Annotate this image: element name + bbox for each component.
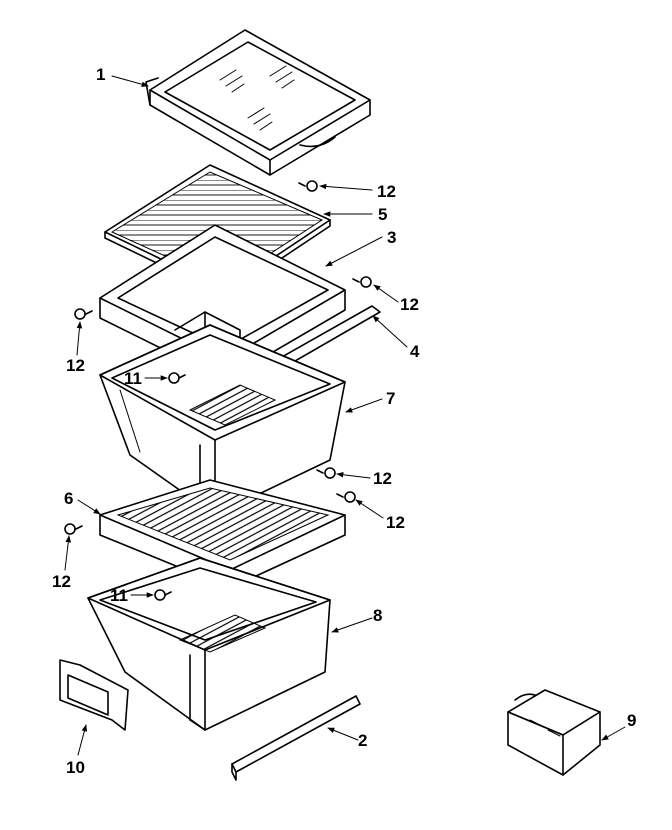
leader-lines (64, 75, 626, 756)
screw-11b[interactable] (154, 589, 172, 601)
callout-11a: 11 (124, 369, 142, 388)
screw-12a[interactable] (298, 180, 318, 192)
screw-12c[interactable] (74, 308, 93, 320)
callout-5: 5 (378, 205, 387, 224)
callout-3: 3 (387, 228, 396, 247)
part-9-door-bin[interactable] (507, 689, 601, 776)
callout-12b: 12 (400, 295, 419, 314)
screw-12d[interactable] (316, 467, 336, 479)
screw-12e[interactable] (336, 491, 356, 503)
screw-12f[interactable] (64, 523, 83, 535)
part-1-glass-shelf[interactable] (145, 29, 371, 176)
part-7-upper-crisper-drawer[interactable] (99, 324, 346, 516)
part-8-lower-crisper-drawer[interactable] (87, 557, 331, 731)
callout-12f: 12 (52, 572, 71, 591)
callout-12d: 12 (373, 469, 392, 488)
callout-labels: 1 12 5 3 12 4 12 11 7 12 6 12 12 11 8 9 … (52, 65, 636, 777)
callout-10: 10 (66, 758, 85, 777)
callout-8: 8 (373, 606, 382, 625)
callout-12e: 12 (386, 513, 405, 532)
callout-4: 4 (410, 342, 420, 361)
screw-11a[interactable] (168, 372, 186, 384)
screw-12b[interactable] (352, 276, 372, 288)
callout-11b: 11 (110, 586, 128, 605)
callout-2: 2 (358, 731, 367, 750)
callout-7: 7 (386, 389, 395, 408)
callout-12c: 12 (66, 356, 85, 375)
part-10-label-holder[interactable] (59, 659, 129, 731)
callout-9: 9 (627, 711, 636, 730)
callout-6: 6 (64, 489, 73, 508)
callout-1: 1 (96, 65, 105, 84)
callout-12a: 12 (377, 182, 396, 201)
fasteners (64, 180, 372, 601)
part-2-lower-rail[interactable] (231, 695, 361, 781)
